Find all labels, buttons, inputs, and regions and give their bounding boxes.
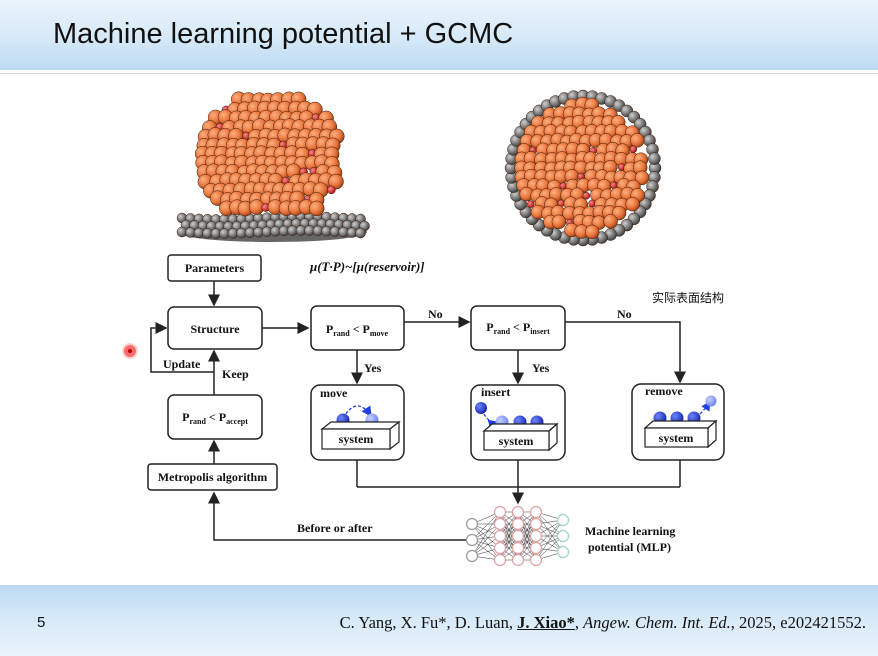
mlp-label-line1: Machine learning — [585, 524, 675, 538]
slide-header: Machine learning potential + GCMC — [0, 0, 878, 70]
nanoparticle-top-view — [504, 89, 662, 247]
move-panel-label: move — [320, 386, 348, 400]
citation: C. Yang, X. Fu*, D. Luan, J. Xiao*, Ange… — [340, 613, 866, 633]
annotation-actual-surface: 实际表面结构 — [652, 290, 724, 305]
svg-text:Prand < Paccept: Prand < Paccept — [182, 410, 248, 426]
edge-yes-1: Yes — [364, 361, 382, 375]
metropolis-label: Metropolis algorithm — [158, 470, 267, 484]
move-cond-rand: rand — [333, 329, 350, 338]
page-number: 5 — [37, 614, 46, 631]
edge-update: Update — [163, 357, 201, 371]
slide-title: Machine learning potential + GCMC — [53, 18, 514, 50]
remove-system-label: system — [659, 431, 694, 445]
edge-no-2: No — [617, 307, 632, 321]
chemical-potential-label: μ(T·P)~[μ(reservoir)] — [309, 259, 425, 274]
accept-cond-p: P — [182, 410, 189, 424]
insert-cond-rand: rand — [494, 327, 511, 336]
move-condition-node: Prand < Pmove — [310, 305, 405, 351]
remove-panel: remove system — [631, 383, 725, 461]
accept-condition-node: Prand < Paccept — [167, 394, 263, 440]
insert-cond-op: < P — [510, 320, 530, 334]
edge-yes-2: Yes — [532, 361, 550, 375]
accept-cond-sub: accept — [226, 417, 248, 426]
move-panel: move system — [310, 384, 405, 461]
citation-journal: Angew. Chem. Int. Ed. — [583, 613, 731, 632]
pointer-indicator — [124, 345, 136, 357]
insert-condition-node: Prand < Pinsert — [470, 305, 566, 351]
neural-network-icon — [465, 505, 570, 567]
nanoparticle-side-view — [176, 91, 370, 242]
move-system-label: system — [339, 432, 374, 446]
insert-cond-p: P — [486, 320, 493, 334]
move-cond-p: P — [326, 322, 333, 336]
remove-panel-label: remove — [645, 384, 683, 398]
svg-text:Prand < Pinsert: Prand < Pinsert — [486, 320, 550, 336]
move-cond-sub: move — [370, 329, 389, 338]
parameters-node: Parameters — [167, 254, 262, 282]
header-divider — [0, 73, 878, 74]
insert-panel: insert system — [470, 384, 566, 461]
edge-keep: Keep — [222, 367, 249, 381]
move-cond-op: < P — [350, 322, 370, 336]
mlp-label-line2: potential (MLP) — [588, 540, 671, 554]
edge-no-1: No — [428, 307, 443, 321]
structure-label: Structure — [190, 322, 240, 336]
citation-details: , 2025, e202421552. — [730, 613, 866, 632]
parameters-label: Parameters — [185, 261, 245, 275]
citation-sep: , — [574, 613, 584, 632]
insert-system-label: system — [499, 434, 534, 448]
insert-panel-label: insert — [481, 385, 510, 399]
svg-text:Prand < Pmove: Prand < Pmove — [326, 322, 389, 338]
slide-footer — [0, 585, 878, 656]
metropolis-node: Metropolis algorithm — [147, 463, 278, 491]
insert-cond-sub: insert — [530, 327, 550, 336]
edge-before-after: Before or after — [297, 521, 373, 535]
accept-cond-rand: rand — [189, 417, 206, 426]
citation-corresponding-author: J. Xiao* — [517, 613, 575, 632]
citation-authors: C. Yang, X. Fu*, D. Luan, — [339, 613, 518, 632]
accept-cond-op: < P — [206, 410, 226, 424]
structure-node: Structure — [167, 306, 263, 350]
